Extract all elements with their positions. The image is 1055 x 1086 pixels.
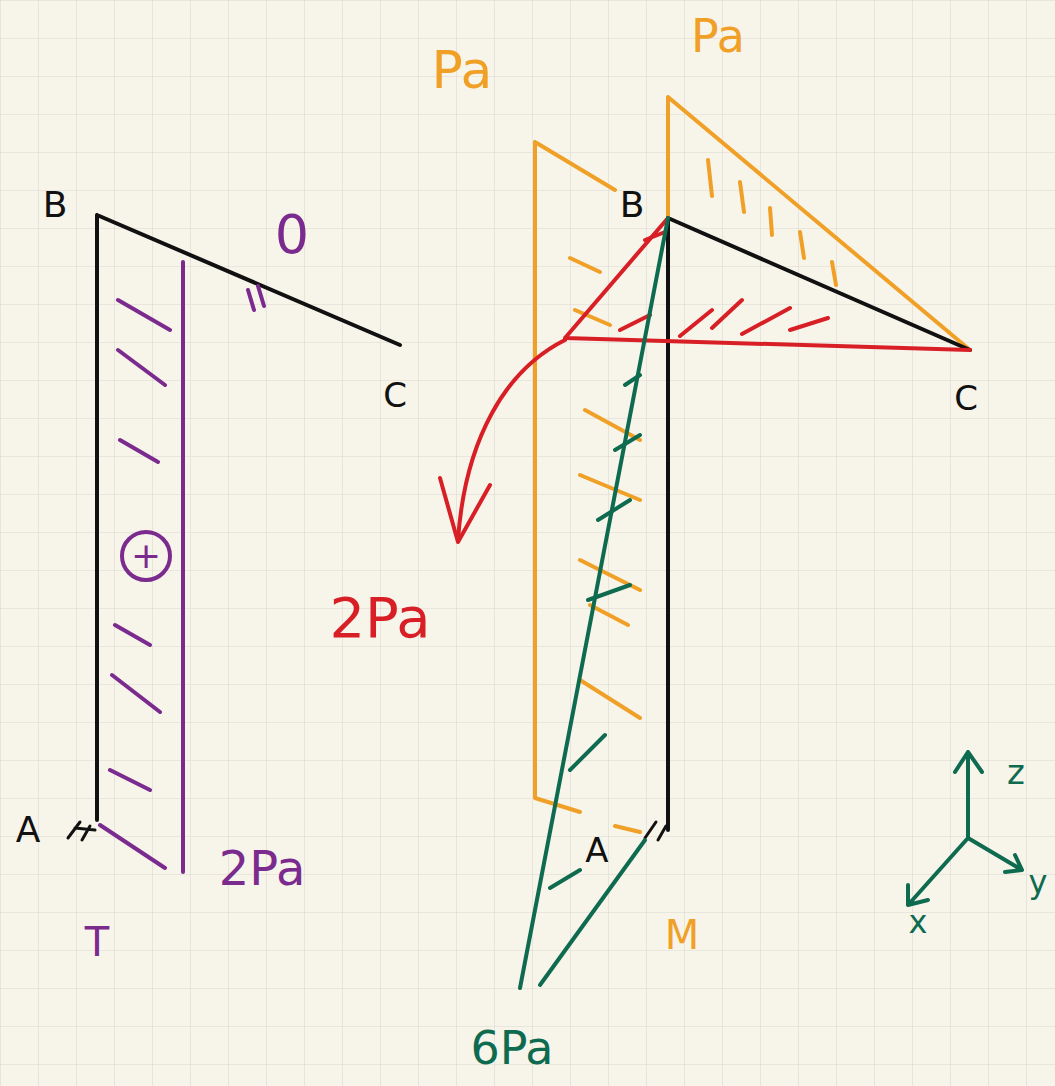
- axis-label: x: [909, 906, 928, 938]
- torque-value: 0: [275, 208, 309, 262]
- diagram-title: M: [665, 915, 700, 955]
- axis-label: z: [1007, 755, 1025, 789]
- point-label: A: [585, 833, 608, 867]
- point-label: A: [16, 812, 41, 848]
- moment-value: Pa: [691, 13, 745, 59]
- moment-value: Pa: [432, 44, 493, 96]
- torque-value: 2Pa: [219, 844, 306, 892]
- moment-value: 2Pa: [329, 590, 430, 646]
- axis-label: y: [1029, 866, 1048, 898]
- diagram-title: T: [85, 922, 109, 962]
- moment-value: 6Pa: [470, 1025, 553, 1071]
- point-label: B: [43, 187, 68, 223]
- sign-mark: +: [131, 538, 161, 574]
- point-label: C: [383, 378, 407, 412]
- point-label: B: [620, 187, 645, 223]
- point-label: C: [954, 381, 978, 415]
